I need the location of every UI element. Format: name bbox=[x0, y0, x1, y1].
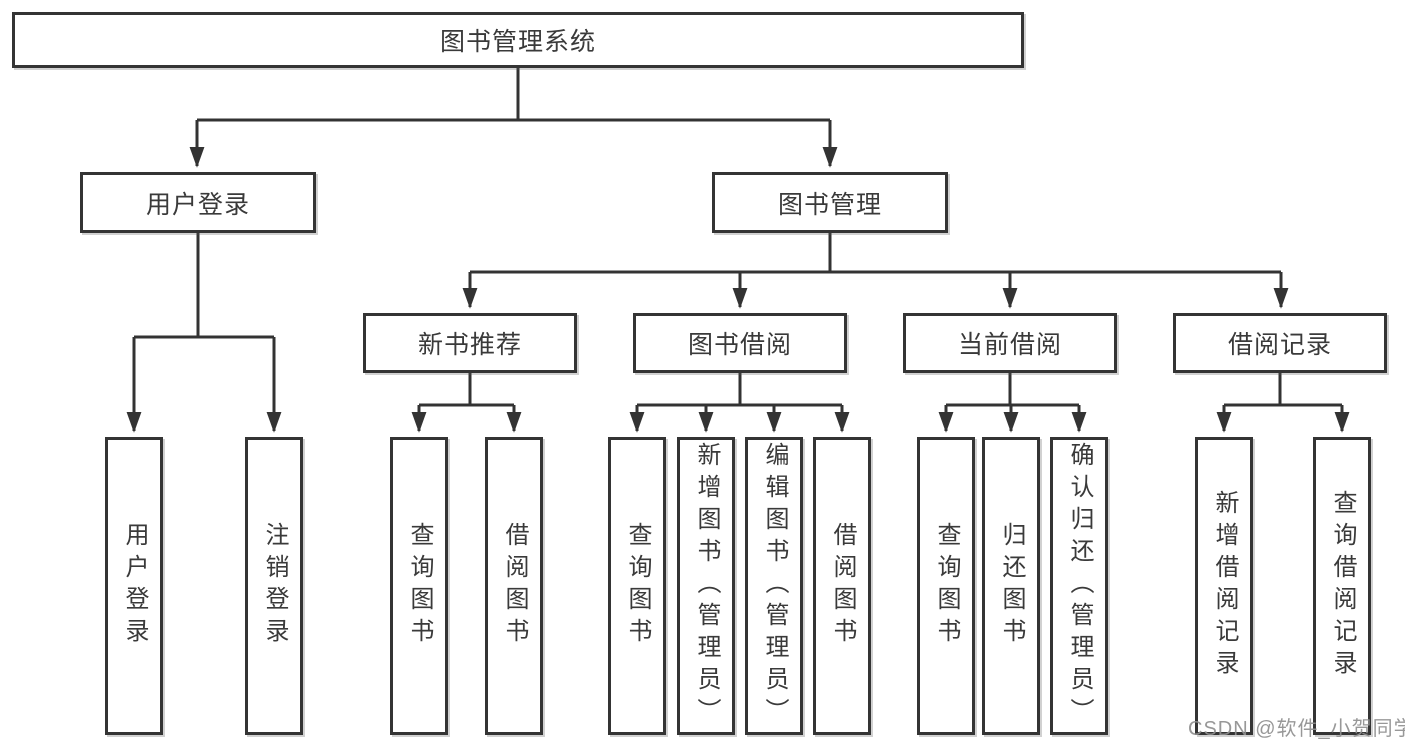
node-book-management: 图书管理 bbox=[712, 172, 948, 233]
edge-borrowing-records-to-leaves bbox=[1216, 373, 1350, 433]
leaf-query-books-recommend: 查询图书 bbox=[390, 437, 448, 735]
edge-book-borrowing-to-leaves bbox=[629, 373, 850, 433]
leaf-query-borrow-record: 查询借阅记录 bbox=[1313, 437, 1371, 735]
leaf-query-books-current: 查询图书 bbox=[917, 437, 975, 735]
leaf-add-books-admin: 新增图书（管理员） bbox=[677, 437, 735, 735]
edge-user-login-to-leaves bbox=[126, 233, 282, 433]
csdn-watermark: CSDN @软件_小贺同学 bbox=[1188, 718, 1405, 740]
edge-new-book-recommend-to-leaves bbox=[411, 373, 522, 433]
node-book-borrowing: 图书借阅 bbox=[633, 313, 847, 373]
leaf-user-login: 用户登录 bbox=[105, 437, 163, 735]
edge-root-to-level1 bbox=[189, 68, 838, 168]
leaf-borrow-books-recommend: 借阅图书 bbox=[485, 437, 543, 735]
leaf-borrow-books: 借阅图书 bbox=[813, 437, 871, 735]
leaf-query-books-borrowing: 查询图书 bbox=[608, 437, 666, 735]
node-root-library-management-system: 图书管理系统 bbox=[12, 12, 1024, 68]
node-user-login: 用户登录 bbox=[80, 172, 316, 233]
leaf-add-borrow-record: 新增借阅记录 bbox=[1195, 437, 1253, 735]
leaf-logout: 注销登录 bbox=[245, 437, 303, 735]
edge-current-borrowing-to-leaves bbox=[938, 373, 1087, 433]
node-current-borrowing: 当前借阅 bbox=[903, 313, 1117, 373]
node-borrowing-records: 借阅记录 bbox=[1173, 313, 1387, 373]
leaf-return-books: 归还图书 bbox=[982, 437, 1040, 735]
node-new-book-recommend: 新书推荐 bbox=[363, 313, 577, 373]
leaf-edit-books-admin: 编辑图书（管理员） bbox=[745, 437, 803, 735]
leaf-confirm-return-admin: 确认归还（管理员） bbox=[1050, 437, 1108, 735]
edge-book-management-to-level2 bbox=[462, 233, 1289, 309]
